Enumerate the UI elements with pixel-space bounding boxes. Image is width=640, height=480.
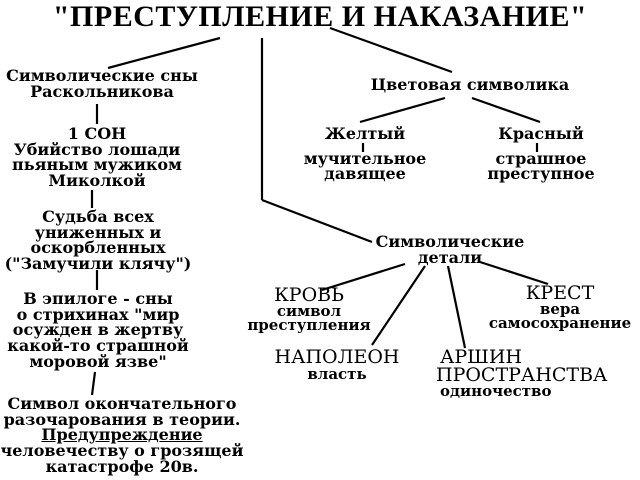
final-symbol-box: Символ окончательного разочарования в те… (0, 396, 244, 474)
line-title-to-colors (329, 26, 453, 74)
details-heading-line-2: детали (417, 247, 483, 267)
epilogue-box: В эпилоге - сны о стрихинах "мир осужден… (0, 291, 196, 369)
line-details-to-blood (321, 262, 406, 292)
red-line-2: преступное (487, 164, 595, 184)
epilogue-line-3: осужден в жертву (12, 320, 184, 340)
blood-line-2: преступления (247, 316, 371, 335)
final-symbol-warning: Предупреждение (41, 425, 203, 445)
first-dream-box: 1 СОН Убийство лошади пьяным мужиком Мик… (2, 126, 192, 189)
napoleon-box: НАПОЛЕОН власть (262, 348, 412, 382)
napoleon-line-1: власть (307, 365, 367, 383)
arshin-title-1: АРШИН (440, 346, 522, 368)
final-symbol-line-3: человечеству о грозящей (0, 441, 244, 461)
cross-line-1: вера (539, 300, 581, 319)
yellow-title: Желтый (324, 124, 406, 143)
cross-line-2: самосохранение (488, 314, 632, 333)
arshin-title-2: ПРОСТРАНСТВА (436, 364, 608, 387)
line-title-to-dreams (107, 36, 221, 70)
line-details-to-cross (479, 260, 549, 286)
line-details-trunk (261, 198, 373, 244)
blood-title: КРОВЬ (274, 284, 344, 306)
red-box: Красный страшное преступное (466, 126, 616, 182)
first-dream-line-4: Миколкой (48, 171, 146, 191)
blood-box: КРОВЬ символ преступления (234, 284, 384, 335)
dreams-heading-line-2: Раскольникова (30, 82, 174, 101)
line-details-to-arshin (446, 265, 467, 349)
epilogue-line-1: В эпилоге - сны (23, 289, 173, 308)
line-details-to-napoleon (371, 265, 426, 346)
line-epilogue-to-symbol (90, 371, 97, 396)
red-title: Красный (498, 124, 584, 143)
cross-box: КРЕСТ вера самосохранение (480, 282, 640, 333)
final-symbol-line-1: Символ окончательного (7, 394, 237, 413)
cross-title: КРЕСТ (525, 282, 595, 304)
napoleon-title: НАПОЛЕОН (274, 346, 400, 368)
colors-heading: Цветовая символика (370, 75, 570, 94)
line-colors-to-yellow (359, 96, 446, 124)
blood-line-1: символ (276, 302, 342, 321)
epilogue-line-5: моровой язве" (29, 351, 167, 371)
line-colors-to-red (471, 96, 541, 124)
first-dream-line-1: 1 СОН (67, 124, 127, 143)
diagram-title: "ПРЕСТУПЛЕНИЕ И НАКАЗАНИЕ" (52, 0, 588, 33)
yellow-box: Желтый мучительное давящее (290, 126, 440, 182)
details-heading-line-1: Символические (375, 232, 525, 251)
red-line-1: страшное (495, 148, 587, 168)
fate-line-4: ("Замучили клячу") (4, 254, 192, 274)
dreams-heading-line-1: Символические сны (6, 66, 198, 85)
fate-line-1: Судьба всех (42, 207, 154, 226)
final-symbol-line-2: разочарования в теории. (3, 409, 241, 429)
yellow-line-2: давящее (324, 164, 406, 184)
arshin-line-1: одиночество (440, 382, 552, 401)
epilogue-line-4: какой-то страшной (7, 336, 189, 356)
details-heading: Символические детали (360, 234, 540, 265)
final-symbol-line-4: катастрофе 20в. (45, 456, 199, 476)
dreams-heading: Символические сны Раскольникова (2, 68, 202, 100)
fate-line-3: оскорбленных (30, 238, 166, 258)
fate-line-2: униженных и (34, 222, 162, 242)
first-dream-line-2: Убийство лошади (13, 139, 181, 159)
arshin-box: АРШИН ПРОСТРАНСТВА одиночество (436, 346, 632, 401)
fate-box: Судьба всех униженных и оскорбленных ("З… (0, 209, 196, 272)
first-dream-line-3: пьяным мужиком (12, 155, 182, 175)
epilogue-line-2: о стрихинах "мир (16, 304, 180, 324)
yellow-line-1: мучительное (303, 148, 427, 168)
